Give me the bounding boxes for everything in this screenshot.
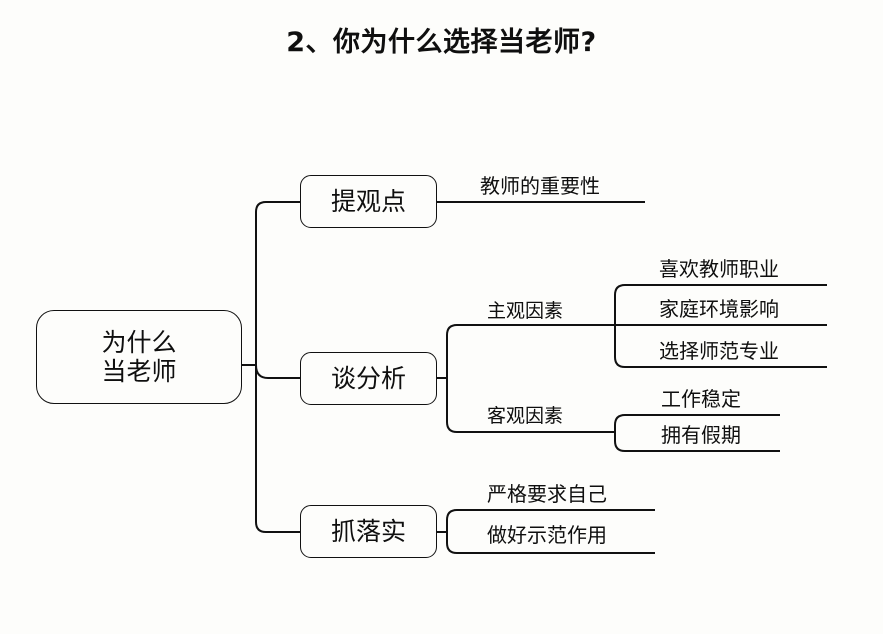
- connector-trunk-middle: [255, 364, 300, 379]
- node-branch-zhualuoshi[interactable]: 抓落实: [300, 505, 437, 558]
- connector-trunk-top: [255, 201, 300, 365]
- connector-objective-leaf-1: [614, 414, 780, 432]
- leaf-gongzuo-wending[interactable]: 工作稳定: [661, 387, 741, 411]
- connector-b3-leaf-2: [446, 532, 655, 554]
- group-label-keguan-yinsu[interactable]: 客观因素: [487, 405, 564, 427]
- connector-subjective-leaf-1: [614, 284, 827, 325]
- node-branch-tiguandian[interactable]: 提观点: [300, 175, 437, 228]
- connector-trunk-bottom: [255, 365, 300, 533]
- node-branch-label: 谈分析: [330, 363, 406, 393]
- leaf-zuohao-shifan-zuoyong[interactable]: 做好示范作用: [487, 523, 607, 547]
- connector-objective-leaf-2: [614, 432, 780, 452]
- connector-b2-to-subjective: [446, 324, 615, 378]
- group-label-zhuguan-yinsu[interactable]: 主观因素: [487, 300, 564, 322]
- leaf-jiating-huanjing-yingxiang[interactable]: 家庭环境影响: [659, 297, 779, 321]
- leaf-xihuan-jiaoshi-zhiye[interactable]: 喜欢教师职业: [659, 257, 779, 281]
- page-title: 2、你为什么选择当老师?: [286, 27, 597, 58]
- leaf-jiaoshi-de-zhongyaoxing[interactable]: 教师的重要性: [480, 174, 600, 198]
- node-root[interactable]: 为什么 当老师: [36, 310, 242, 404]
- connector-b2-to-objective: [446, 378, 615, 433]
- leaf-yange-yaoqiu-ziji[interactable]: 严格要求自己: [487, 482, 607, 506]
- node-branch-tanfenxi[interactable]: 谈分析: [300, 352, 437, 405]
- leaf-xuanze-shifan-zhuanye[interactable]: 选择师范专业: [659, 339, 779, 363]
- connector-subjective-leaf-3: [614, 325, 827, 368]
- connector-b3-leaf-1: [446, 509, 655, 532]
- leaf-yongyou-jiaqi[interactable]: 拥有假期: [661, 423, 741, 447]
- node-branch-label: 抓落实: [330, 516, 406, 546]
- node-root-label: 为什么 当老师: [101, 327, 177, 387]
- node-branch-label: 提观点: [330, 186, 406, 216]
